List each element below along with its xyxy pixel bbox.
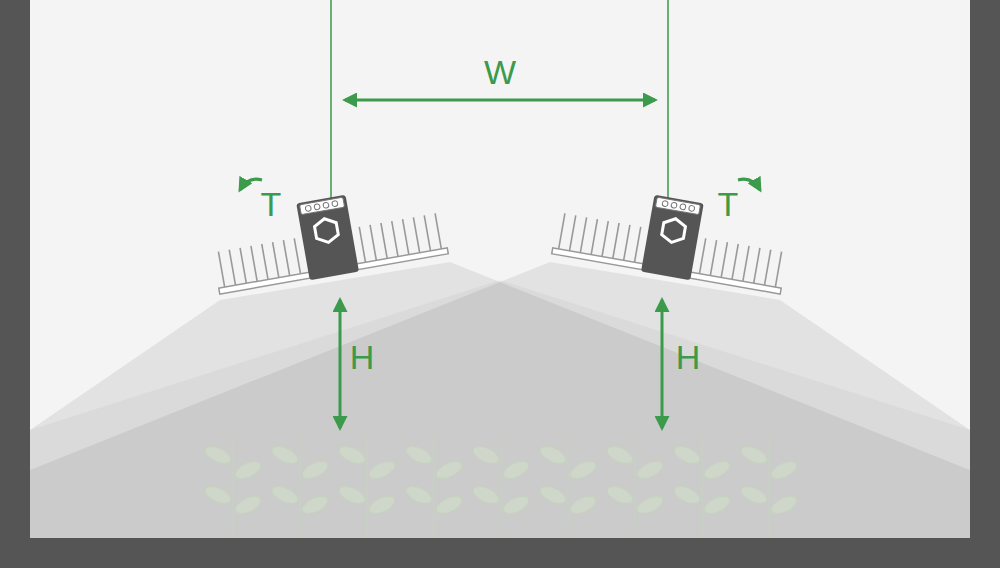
dimension-label: T bbox=[718, 187, 739, 221]
dimension-label: H bbox=[676, 340, 701, 374]
dimension-label: T bbox=[261, 187, 282, 221]
dimension-label: H bbox=[350, 340, 375, 374]
dimension-label: W bbox=[484, 55, 516, 89]
